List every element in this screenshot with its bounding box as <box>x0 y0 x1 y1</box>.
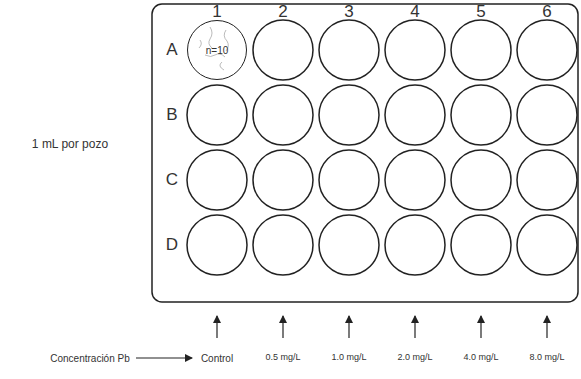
column-number: 1 <box>212 3 221 22</box>
concentration-label: 4.0 mg/L <box>463 353 498 363</box>
well <box>451 20 511 80</box>
row-letter: B <box>166 106 177 125</box>
well-circle: n=10 <box>187 20 247 80</box>
well <box>187 215 247 275</box>
well <box>517 150 577 210</box>
concentration-label: 8.0 mg/L <box>529 353 564 363</box>
row-letter: C <box>166 171 178 190</box>
well <box>451 215 511 275</box>
well <box>187 85 247 145</box>
column-number: 5 <box>476 3 485 22</box>
pointer-arrow <box>136 357 192 358</box>
up-arrow <box>216 316 217 338</box>
axis-label: Concentración Pb <box>50 353 130 364</box>
column-number: 6 <box>542 3 551 22</box>
up-arrow <box>480 316 481 338</box>
column-number: 2 <box>278 3 287 22</box>
well <box>451 150 511 210</box>
column-number: 4 <box>410 3 419 22</box>
well <box>517 85 577 145</box>
well <box>253 85 313 145</box>
row-letter: A <box>166 41 177 60</box>
well <box>385 85 445 145</box>
up-arrow <box>282 316 283 338</box>
well <box>319 215 379 275</box>
well <box>319 20 379 80</box>
volume-note: 1 mL por pozo <box>32 138 108 151</box>
well <box>385 150 445 210</box>
well <box>385 20 445 80</box>
sample-size: n=10 <box>206 45 229 56</box>
well <box>319 150 379 210</box>
well <box>517 215 577 275</box>
row-letter: D <box>166 236 178 255</box>
well <box>253 215 313 275</box>
well <box>319 85 379 145</box>
well <box>451 85 511 145</box>
concentration-label: 2.0 mg/L <box>397 353 432 363</box>
concentration-label: 0.5 mg/L <box>265 353 300 363</box>
concentration-label: Control <box>201 353 233 364</box>
well <box>385 215 445 275</box>
column-number: 3 <box>344 3 353 22</box>
fish-sketch <box>199 27 228 70</box>
plate-outline <box>152 4 578 302</box>
up-arrow <box>414 316 415 338</box>
well <box>253 20 313 80</box>
up-arrow <box>546 316 547 338</box>
well <box>253 150 313 210</box>
up-arrow <box>348 316 349 338</box>
well <box>517 20 577 80</box>
concentration-label: 1.0 mg/L <box>331 353 366 363</box>
well <box>187 150 247 210</box>
